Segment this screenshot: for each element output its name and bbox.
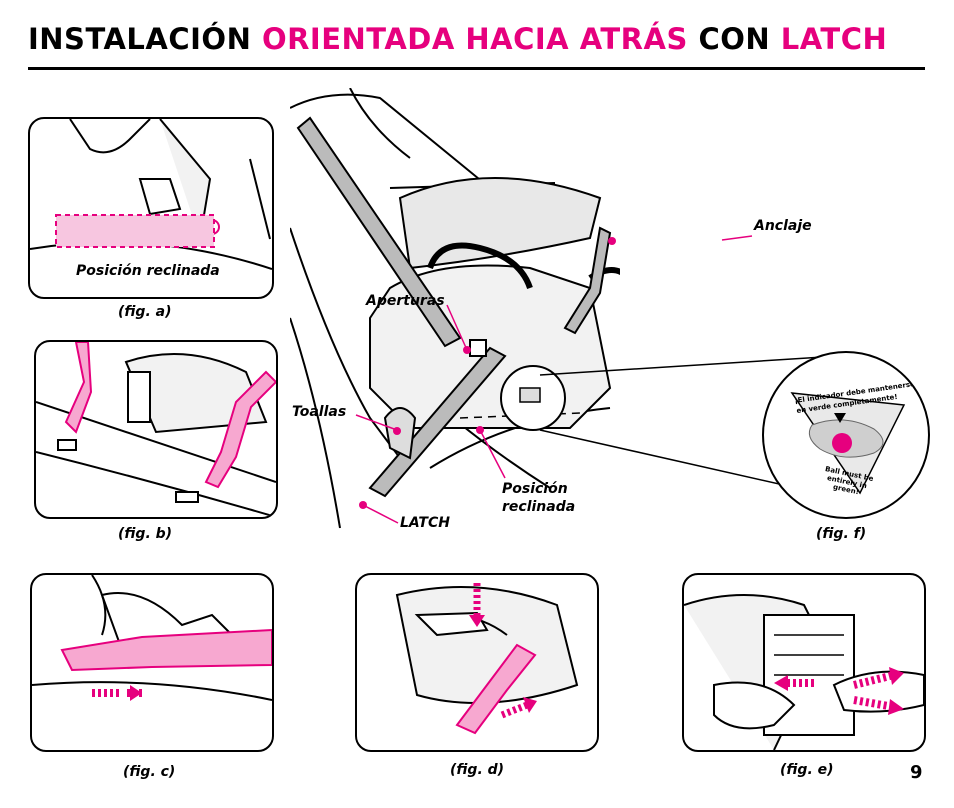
figure-f-caption: (fig. f) bbox=[816, 526, 867, 542]
label-reclinada: reclinada bbox=[502, 499, 576, 515]
figure-d-illustration bbox=[395, 583, 579, 735]
label-latch: LATCH bbox=[400, 515, 450, 531]
figure-a-caption: (fig. a) bbox=[118, 304, 172, 320]
page-number: 9 bbox=[910, 762, 923, 783]
label-aperturas: Aperturas bbox=[366, 293, 445, 309]
label-anclaje: Anclaje bbox=[754, 218, 812, 234]
title-part-2: ORIENTADA HACIA ATRÁS bbox=[261, 22, 688, 56]
figure-a-panel: Posición reclinada bbox=[28, 117, 274, 299]
figure-c-panel bbox=[30, 573, 274, 752]
page-title: INSTALACIÓN ORIENTADA HACIA ATRÁS CON LA… bbox=[28, 22, 887, 56]
figure-c-caption: (fig. c) bbox=[123, 764, 176, 780]
label-posicion: Posición bbox=[502, 481, 568, 497]
title-part-4: LATCH bbox=[780, 22, 888, 56]
figure-d-caption: (fig. d) bbox=[450, 762, 505, 778]
main-installation-illustration bbox=[290, 88, 620, 538]
figure-b-illustration bbox=[36, 342, 276, 517]
figure-e-panel bbox=[682, 573, 926, 752]
figure-e-illustration bbox=[684, 594, 924, 750]
figure-d-panel bbox=[355, 573, 599, 752]
figure-a-illustration bbox=[30, 119, 272, 270]
figure-a-label: Posición reclinada bbox=[76, 263, 220, 279]
title-rule bbox=[28, 67, 925, 70]
label-toallas: Toallas bbox=[292, 404, 347, 420]
figure-f-circle: ¡El indicador debe mantenerse en verde c… bbox=[762, 351, 930, 519]
figure-e-caption: (fig. e) bbox=[780, 762, 834, 778]
figure-b-caption: (fig. b) bbox=[118, 526, 173, 542]
figure-c-illustration bbox=[32, 575, 272, 701]
main-illustration-svg bbox=[290, 88, 620, 529]
figure-f-sticker bbox=[790, 392, 906, 495]
title-part-3: CON bbox=[687, 22, 781, 56]
figure-b-panel bbox=[34, 340, 278, 519]
title-part-1: INSTALACIÓN bbox=[28, 22, 262, 56]
